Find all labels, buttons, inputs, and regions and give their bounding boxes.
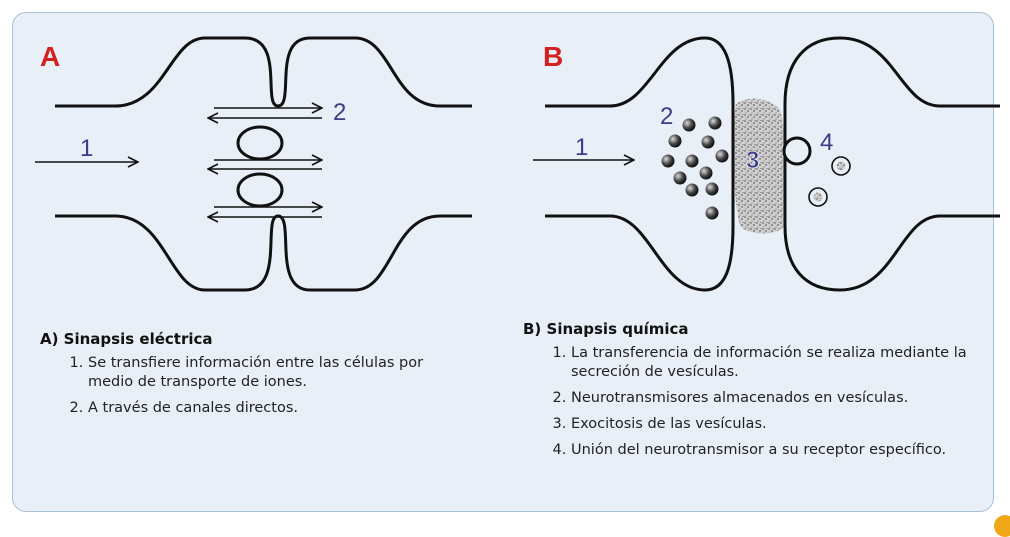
postsynaptic-membrane-top <box>277 36 472 108</box>
label-b-3: 3 <box>746 147 759 174</box>
label-a-1: 1 <box>80 135 93 162</box>
caption-b-list: La transferencia de información se reali… <box>523 344 993 460</box>
caption-a-item: A través de canales directos. <box>88 399 470 418</box>
label-b-1: 1 <box>575 134 588 161</box>
label-a-2: 2 <box>333 99 346 126</box>
free-vesicles <box>808 156 851 207</box>
caption-b-item: Unión del neurotransmisor a su receptor … <box>571 441 993 460</box>
label-b-2: 2 <box>660 103 673 130</box>
figure-panel <box>12 12 994 512</box>
caption-a-list: Se transfiere información entre las célu… <box>40 354 470 418</box>
caption-b-item: La transferencia de información se reali… <box>571 344 993 382</box>
label-b-4: 4 <box>820 129 833 156</box>
panel-letter-a: A <box>40 41 60 72</box>
presynaptic-terminal <box>545 36 735 292</box>
caption-a-item: Se transfiere información entre las célu… <box>88 354 470 392</box>
electrical-synapse-drawing <box>55 36 472 292</box>
gap-junction-channel <box>236 125 284 161</box>
caption-chemical-synapse: B) Sinapsis química La transferencia de … <box>523 320 993 467</box>
postsynaptic-membrane-bottom <box>277 214 472 292</box>
caption-a-title: A) Sinapsis eléctrica <box>40 330 213 348</box>
caption-b-title: B) Sinapsis química <box>523 320 689 338</box>
panel-letter-b: B <box>543 41 563 72</box>
caption-electrical-synapse: A) Sinapsis eléctrica Se transfiere info… <box>40 330 470 425</box>
caption-b-item: Exocitosis de las vesículas. <box>571 415 993 434</box>
gap-junction-channel <box>236 172 284 208</box>
ion-flow-arrows <box>208 108 322 217</box>
synapse-diagram: A 1 2 B 1 2 3 4 <box>35 36 1000 292</box>
receptor-vesicle <box>782 136 812 166</box>
caption-b-item: Neurotransmisores almacenados en vesícul… <box>571 389 993 408</box>
presynaptic-membrane-top <box>55 36 279 108</box>
synaptic-cleft <box>733 98 787 234</box>
postsynaptic-terminal <box>783 36 1000 292</box>
chemical-synapse-drawing <box>545 36 1000 292</box>
presynaptic-membrane-bottom <box>55 214 279 292</box>
corner-badge-icon <box>994 515 1010 537</box>
neurotransmitter-vesicles <box>661 116 729 220</box>
